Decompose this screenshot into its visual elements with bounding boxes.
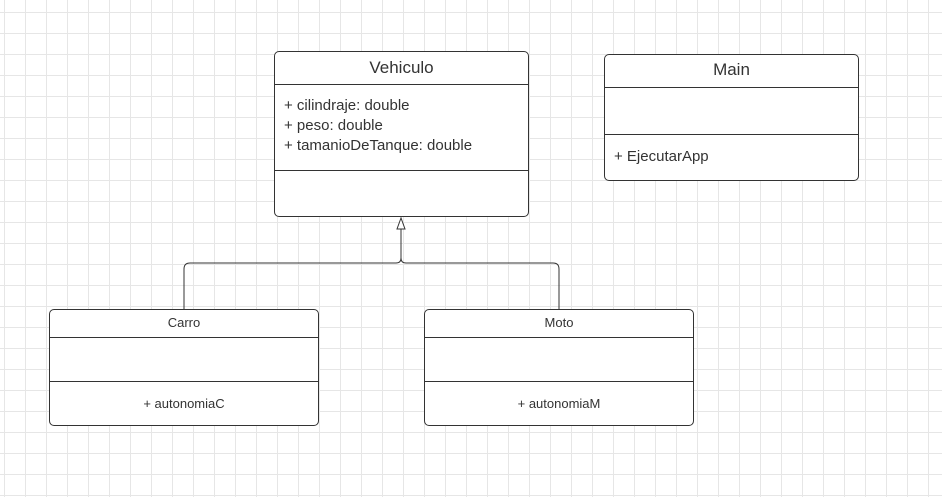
operation-autonomia-c: + autonomiaC xyxy=(143,396,225,411)
inheritance-arrowhead-icon xyxy=(396,216,406,230)
operations-compartment: + autonomiaC xyxy=(50,382,318,413)
class-carro[interactable]: Carro + autonomiaC xyxy=(49,309,319,426)
class-name: Moto xyxy=(425,310,693,338)
attribute-cilindraje: + cilindraje: double xyxy=(284,97,410,114)
class-vehiculo[interactable]: Vehiculo + cilindraje: double + peso: do… xyxy=(274,51,529,217)
attribute-tamanio-de-tanque: + tamanioDeTanque: double xyxy=(284,137,473,154)
class-moto[interactable]: Moto + autonomiaM xyxy=(424,309,694,426)
generalization-moto-vehiculo[interactable] xyxy=(400,257,560,309)
generalization-carro-vehiculo[interactable] xyxy=(183,229,402,309)
class-name: Main xyxy=(605,55,858,88)
attributes-compartment xyxy=(605,88,858,135)
class-name: Carro xyxy=(50,310,318,338)
attribute-peso: + peso: double xyxy=(284,117,383,134)
attributes-compartment: + cilindraje: double + peso: double + ta… xyxy=(275,85,528,171)
attributes-compartment xyxy=(50,338,318,382)
attributes-compartment xyxy=(425,338,693,382)
operations-compartment: + autonomiaM xyxy=(425,382,693,413)
class-main[interactable]: Main + EjecutarApp xyxy=(604,54,859,181)
operation-autonomia-m: + autonomiaM xyxy=(517,396,601,411)
operation-ejecutar-app: + EjecutarApp xyxy=(614,148,709,165)
operations-compartment: + EjecutarApp xyxy=(605,135,858,167)
class-name: Vehiculo xyxy=(275,52,528,85)
